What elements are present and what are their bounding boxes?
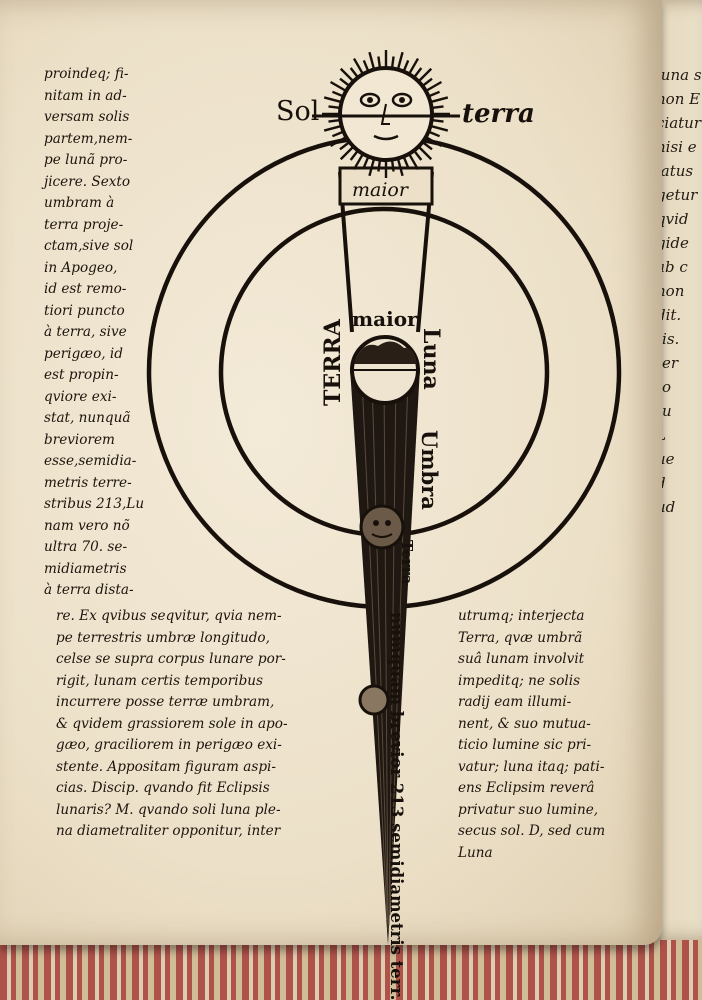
- text-line: nitam in ad-: [44, 87, 127, 104]
- label-terra-vertical: TERRA: [320, 318, 346, 406]
- text-line: perigæo, id: [44, 345, 123, 362]
- right-page-text-fragment: ab c: [656, 258, 688, 276]
- text-line: metris terre-: [44, 474, 132, 491]
- text-line: in Apogeo,: [44, 259, 118, 276]
- text-line: partem,nem-: [44, 130, 133, 147]
- text-line: nent, & suo mutua-: [458, 715, 591, 732]
- label-maior-mid: maior: [352, 307, 418, 331]
- text-line: tiori puncto: [44, 302, 125, 319]
- right-page-text-fragment: nisi e: [656, 138, 697, 156]
- text-line: midiametris: [44, 560, 127, 577]
- text-line: re. Ex qvibus seqvitur, qvia nem-: [56, 608, 282, 624]
- text-line: à terra dista-: [44, 582, 134, 598]
- earth-landmass: [354, 341, 417, 364]
- text-line: pe terrestris umbræ longitudo,: [56, 629, 270, 646]
- label-shadow-length: numquam brevior 213 semidiametris terr.: [387, 612, 406, 1000]
- text-line: esse,semidia-: [44, 453, 137, 469]
- text-line: suâ lunam involvit: [458, 651, 585, 667]
- text-line: & qvidem grassiorem sole in apo-: [56, 715, 288, 732]
- text-line: na diametraliter opponitur, inter: [56, 823, 281, 839]
- text-line: id est remo-: [44, 281, 127, 297]
- label-umbra: Umbra: [417, 430, 442, 510]
- text-line: Terra, qvæ umbrã: [458, 629, 583, 646]
- text-line: ultra 70. se-: [44, 539, 128, 555]
- text-line: breviorem: [44, 431, 115, 448]
- text-line: incurrere posse terræ umbram,: [56, 694, 275, 710]
- text-line: jicere. Sexto: [44, 173, 131, 190]
- right-page-text-fragment: luna si: [656, 66, 702, 84]
- right-page-text-fragment: latus: [656, 162, 694, 180]
- text-line: Luna: [458, 844, 493, 861]
- right-page-text-fragment: non: [656, 282, 685, 300]
- text-line: lunaris? M. qvando soli luna ple-: [56, 801, 281, 818]
- right-page-text-fragment: non E: [656, 90, 701, 108]
- text-line: stat, nunquã: [44, 410, 131, 426]
- right-page-text-fragment: gide: [656, 234, 689, 252]
- text-line: est propin-: [44, 367, 119, 383]
- moon-upper-icon: [359, 504, 405, 550]
- text-line: ctam,sive sol: [44, 238, 134, 254]
- text-line: secus sol. D, sed cum: [458, 823, 606, 839]
- right-page-text-fragment: getur: [656, 186, 698, 204]
- right-page-text-fragment: ciatur: [656, 114, 701, 132]
- moon-lower-icon: [358, 684, 390, 716]
- text-line: pe lunã pro-: [44, 152, 128, 168]
- text-line: nam vero nõ: [44, 517, 130, 534]
- sun-face-icon: [322, 50, 450, 178]
- text-line: ticio lumine sic pri-: [458, 737, 592, 753]
- text-line: à terra, sive: [44, 324, 127, 340]
- text-line: impeditq; ne solis: [458, 672, 581, 689]
- text-line: proindeq; fi-: [44, 66, 129, 82]
- label-terra-top: terra: [462, 99, 535, 129]
- text-line: cias. Discip. qvando fit Eclipsis: [56, 780, 270, 796]
- right-page-text-fragment: qvid: [656, 210, 689, 228]
- text-line: stente. Appositam figuram aspi-: [56, 758, 276, 775]
- text-line: qviore exi-: [44, 388, 117, 405]
- right-page-text-fragment: dit.: [656, 306, 682, 324]
- label-terra-small: Terra: [398, 540, 416, 585]
- text-line: radij eam illumi-: [458, 694, 572, 710]
- text-line: privatur suo lumine,: [458, 801, 599, 818]
- text-line: umbram à: [44, 195, 115, 211]
- label-maior-top: maior: [352, 179, 410, 201]
- text-line: vatur; luna itaq; pati-: [458, 758, 605, 775]
- text-line: stribus 213,Lu: [44, 496, 145, 512]
- text-line: utrumq; interjecta: [458, 608, 585, 624]
- label-luna: Luna: [418, 328, 444, 390]
- label-sol: Sol: [276, 96, 319, 127]
- text-line: rigit, lunam certis temporibus: [56, 672, 263, 689]
- text-line: terra proje-: [44, 216, 124, 233]
- book-page: [0, 0, 662, 945]
- text-line: celse se supra corpus lunare por-: [56, 651, 286, 667]
- text-line: versam solis: [44, 109, 130, 125]
- text-line: gæo, graciliorem in perigæo exi-: [56, 737, 282, 753]
- text-line: ens Eclipsim reverâ: [458, 780, 595, 796]
